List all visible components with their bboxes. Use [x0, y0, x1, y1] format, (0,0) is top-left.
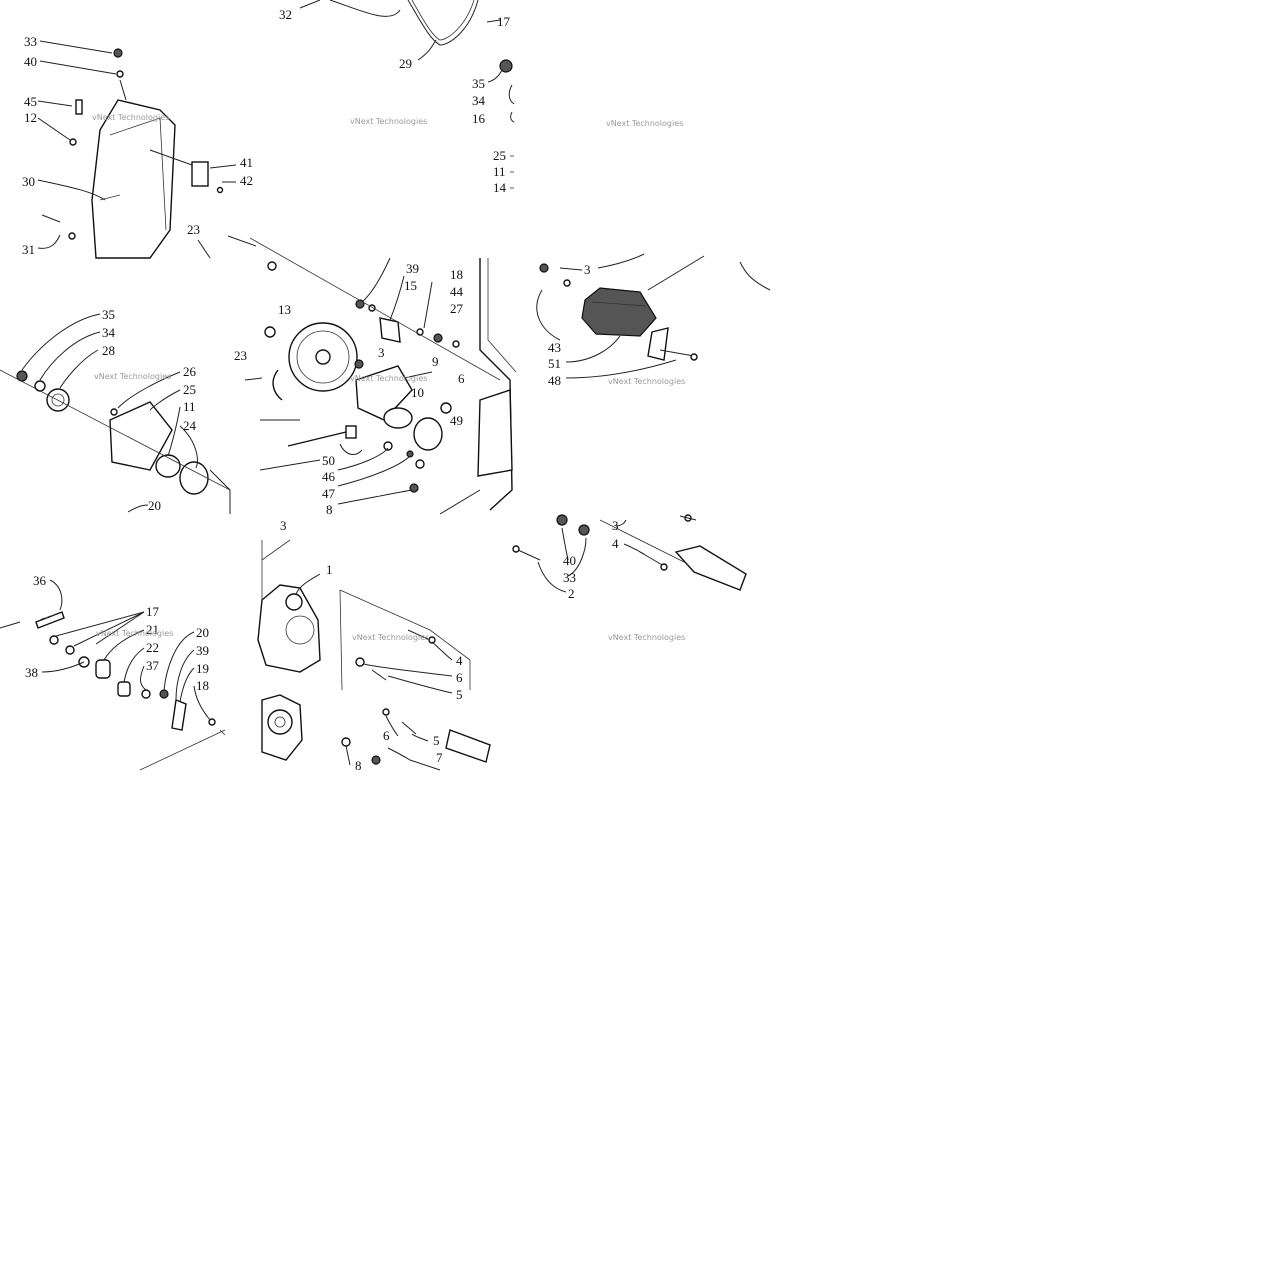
callout-31: 31	[22, 242, 35, 257]
callout-15: 15	[404, 278, 417, 293]
callout-33: 33	[24, 34, 37, 49]
callout-40: 40	[24, 54, 37, 69]
callout-48: 48	[548, 373, 561, 388]
callout-23: 23	[234, 348, 247, 363]
watermark-text: vNext Technologies	[608, 633, 685, 642]
callout-6: 6	[383, 728, 390, 743]
watermark-text: vNext Technologies	[350, 374, 427, 383]
callout-16: 16	[472, 111, 486, 126]
callout-28: 28	[102, 343, 115, 358]
callout-29: 29	[399, 56, 412, 71]
callout-40: 40	[563, 553, 576, 568]
callout-24: 24	[183, 418, 197, 433]
callout-7: 7	[436, 750, 443, 765]
callout-26: 26	[183, 364, 197, 379]
callout-6: 6	[456, 670, 463, 685]
callout-20: 20	[148, 498, 161, 513]
callout-3: 3	[584, 262, 591, 277]
watermark-text: vNext Technologies	[94, 372, 171, 381]
callout-33: 33	[563, 570, 576, 585]
callout-38: 38	[25, 665, 38, 680]
callout-3: 3	[612, 518, 619, 533]
tile-drive-sprocket: 35 34 28 26 25 11 24 20 vNext Technologi…	[0, 307, 231, 514]
callout-47: 47	[322, 486, 336, 501]
callout-1: 1	[326, 562, 333, 577]
callout-20: 20	[196, 625, 209, 640]
callout-18: 18	[450, 267, 463, 282]
callout-39: 39	[196, 643, 209, 658]
callout-22: 22	[146, 640, 159, 655]
callout-42: 42	[240, 173, 253, 188]
callout-23: 23	[187, 222, 200, 237]
callout-4: 4	[612, 536, 619, 551]
callout-8: 8	[326, 502, 333, 517]
tile-chaincase-cover: 33 40 45 12 30 31 41 42 23 vNext Technol…	[22, 34, 257, 259]
callout-50: 50	[322, 453, 335, 468]
watermark-text: vNext Technologies	[92, 113, 169, 122]
callout-12: 12	[24, 110, 37, 125]
callout-5: 5	[456, 687, 463, 702]
tile-belt-area: 32 29 17 35 34 16 25 11 14 vNext Technol…	[279, 0, 683, 195]
callout-44: 44	[450, 284, 464, 299]
callout-41: 41	[240, 155, 253, 170]
callout-46: 46	[322, 469, 336, 484]
callout-25: 25	[493, 148, 506, 163]
callout-8: 8	[355, 758, 362, 773]
tile-cover-plate: 3 1 4 6 5 6 5 8 7 vNext Technologies	[257, 518, 491, 773]
callout-32: 32	[279, 7, 292, 22]
callout-11: 11	[183, 399, 196, 414]
watermark-text: vNext Technologies	[608, 377, 685, 386]
tile-tensioner: 36 17 21 22 20 38 37 39 19 18 vNext Tech…	[0, 573, 226, 771]
callout-36: 36	[33, 573, 47, 588]
callout-3: 3	[280, 518, 287, 533]
callout-11: 11	[493, 164, 506, 179]
watermark-text: vNext Technologies	[96, 629, 173, 638]
callout-18: 18	[196, 678, 209, 693]
callout-35: 35	[472, 76, 485, 91]
callout-51: 51	[548, 356, 561, 371]
callout-6: 6	[458, 371, 465, 386]
callout-2: 2	[568, 586, 575, 601]
callout-5: 5	[433, 733, 440, 748]
callout-27: 27	[450, 301, 464, 316]
callout-17: 17	[146, 604, 160, 619]
callout-9: 9	[432, 354, 439, 369]
callout-10: 10	[411, 385, 424, 400]
tile-sprocket-bearing: 39 18 15 44 27 13 23 3 9 10 6 49 50 46 4…	[234, 237, 517, 517]
watermark-text: vNext Technologies	[350, 117, 427, 126]
callout-39: 39	[406, 261, 419, 276]
callout-34: 34	[102, 325, 116, 340]
callout-30: 30	[22, 174, 35, 189]
callout-25: 25	[183, 382, 196, 397]
callout-49: 49	[450, 413, 463, 428]
callout-14: 14	[493, 180, 507, 195]
callout-34: 34	[472, 93, 486, 108]
callout-37: 37	[146, 658, 160, 673]
tile-shaft: 3 4 40 33 2 vNext Technologies	[512, 514, 747, 642]
callout-19: 19	[196, 661, 209, 676]
callout-21: 21	[146, 622, 159, 637]
callout-35: 35	[102, 307, 115, 322]
watermark-text: vNext Technologies	[606, 119, 683, 128]
watermark-text: vNext Technologies	[352, 633, 429, 642]
callout-43: 43	[548, 340, 561, 355]
callout-17: 17	[497, 14, 511, 29]
tile-brake-housing: 3 43 51 48 vNext Technologies	[536, 253, 771, 388]
callout-3: 3	[378, 345, 385, 360]
callout-13: 13	[278, 302, 291, 317]
callout-4: 4	[456, 653, 463, 668]
callout-45: 45	[24, 94, 37, 109]
